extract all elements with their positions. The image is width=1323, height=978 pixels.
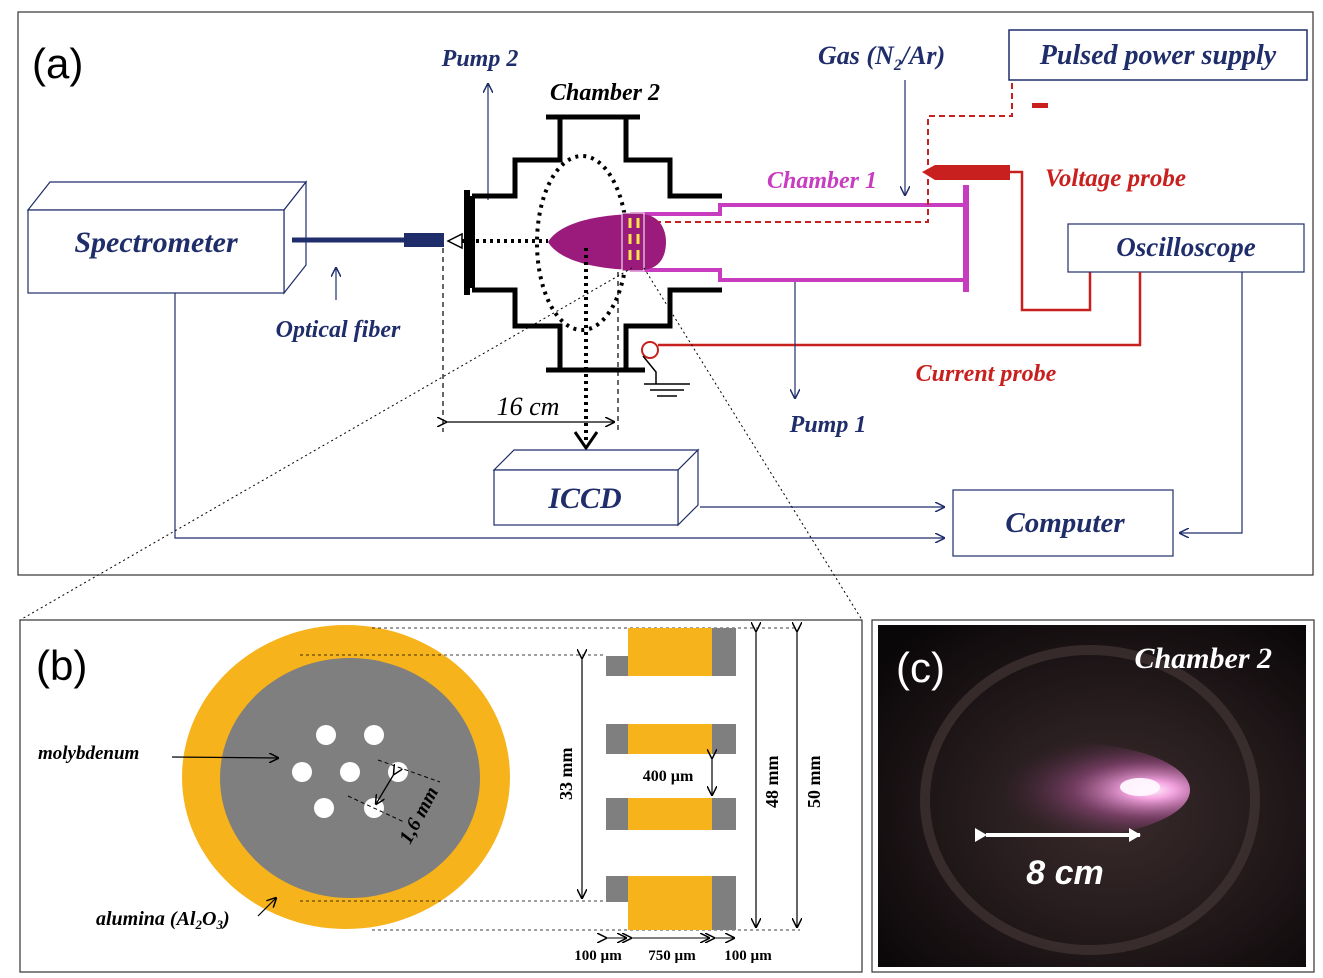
iccd-label: ICCD (547, 482, 621, 515)
gap-label: 400 µm (643, 768, 694, 785)
alumina-arrow (257, 898, 276, 917)
cross-section (606, 628, 736, 930)
voltage-probe-label: Voltage probe (1045, 165, 1186, 192)
pulsed-power-supply-box (1008, 29, 1308, 81)
dim-16cm-label: 16 cm (497, 392, 560, 421)
chamber1-tube (630, 185, 969, 292)
iccd-box (492, 448, 700, 527)
width-100-left-label: 100 µm (574, 948, 622, 964)
chamber2-label: Chamber 2 (550, 80, 660, 106)
computer-label: Computer (1005, 507, 1125, 539)
alumina-label: alumina (Al2O3) (96, 908, 230, 932)
dim-33mm-label: 33 mm (556, 748, 576, 801)
spectrometer-label: Spectrometer (74, 226, 238, 259)
dim-48mm-label: 48 mm (762, 756, 782, 809)
oscilloscope-label: Oscilloscope (1116, 232, 1255, 262)
oscilloscope-to-computer (1180, 272, 1243, 533)
chamber1-label: Chamber 1 (767, 168, 877, 194)
spectrometer-to-computer (174, 293, 944, 538)
optical-fiber-label: Optical fiber (276, 317, 401, 343)
chamber2-vessel (464, 114, 722, 373)
panel-b-letter: (b) (36, 642, 87, 689)
spectrometer-box (26, 180, 308, 295)
hole-spacing-arrow (376, 774, 394, 804)
photo-flange-ring (920, 645, 1260, 955)
electrode-holes (628, 218, 640, 260)
current-probe-ring (641, 341, 659, 359)
panel-c: (c) Chamber 2 8 cm (871, 619, 1315, 973)
dim-50mm-label: 50 mm (804, 756, 824, 809)
pulsed-power-supply-label: Pulsed power supply (1039, 40, 1277, 71)
width-750-label: 750 µm (648, 948, 696, 964)
voltage-probe-cable (1010, 170, 1092, 312)
panel-a: (a) Pulsed power supply Gas (N2/Ar) Pump… (17, 11, 1314, 621)
panel-c-title: Chamber 2 (1134, 642, 1272, 675)
fiber-connector (404, 233, 444, 247)
photo-plasma-core (1120, 778, 1160, 796)
current-probe-label: Current probe (916, 361, 1057, 387)
panel-b: (b) 1,6 mm molybdenum alumina (Al2O3) (19, 619, 863, 973)
minus-sign (1032, 103, 1048, 108)
oscilloscope-box (1067, 223, 1305, 273)
electrode-stack (621, 212, 645, 272)
voltage-probe-tip (922, 165, 1010, 180)
photo-plasma-glow (930, 742, 1190, 838)
panel-c-letter: (c) (896, 644, 945, 691)
photo-length-label: 8 cm (1026, 854, 1104, 892)
computer-box (952, 489, 1174, 557)
hole-spacing-guide-2 (347, 795, 405, 823)
molybdenum-label: molybdenum (38, 743, 139, 764)
width-100-right-label: 100 µm (724, 948, 772, 964)
current-probe-cable (658, 272, 1142, 347)
ground-symbol (642, 355, 690, 397)
zoom-line-right (643, 267, 863, 621)
iccd-path-arrowhead (573, 431, 599, 451)
pump2-label: Pump 2 (441, 46, 519, 72)
gas-label: Gas (N2/Ar) (818, 41, 945, 74)
panel-a-letter: (a) (32, 40, 83, 87)
pump1-label: Pump 1 (789, 412, 867, 438)
hole-spacing-guide-1 (377, 759, 441, 783)
hv-cable (635, 82, 1013, 223)
molybdenum-arrow (171, 757, 278, 758)
